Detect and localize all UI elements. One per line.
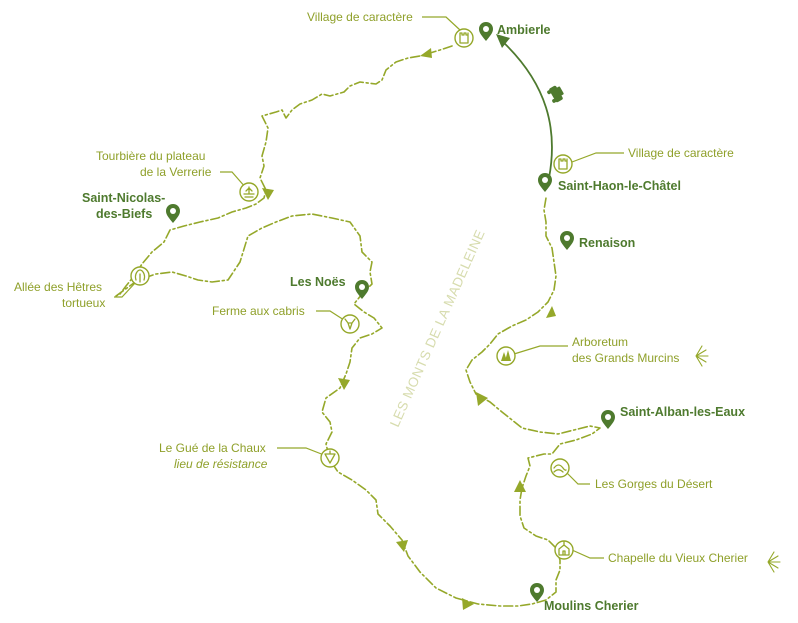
water-wave-icon — [550, 458, 570, 478]
route-arrow-5 — [462, 598, 474, 610]
map-pin-icon[interactable] — [530, 583, 544, 602]
poi-label-arboretum-2: des Grands Murcins — [572, 351, 679, 365]
map-pin-icon[interactable] — [560, 231, 574, 250]
leader-village-saint-haon — [571, 152, 624, 163]
map-pin-icon[interactable] — [355, 280, 369, 299]
poi-label-allee-1: Allée des Hêtres — [14, 280, 102, 294]
highlight-rays-icon — [695, 345, 709, 367]
poi-label-chapelle: Chapelle du Vieux Cherier — [608, 551, 748, 565]
route-arrow-7 — [476, 392, 488, 406]
route-arrow-3 — [338, 378, 350, 390]
route-arrow-4 — [396, 540, 408, 552]
town-label-saint-alban[interactable]: Saint-Alban-les-Eaux — [620, 405, 745, 419]
beech-tree-icon — [130, 266, 150, 286]
forest-icon — [496, 346, 516, 366]
town-label-les-noes[interactable]: Les Noës — [290, 275, 346, 289]
resistance-torch-icon — [320, 448, 340, 468]
highlight-rays-icon — [767, 551, 781, 573]
leader-gorges — [565, 471, 590, 485]
town-label-saint-haon[interactable]: Saint-Haon-le-Châtel — [558, 179, 681, 193]
route-arrow-2 — [262, 188, 274, 200]
map-pin-icon[interactable] — [166, 204, 180, 223]
town-label-moulins-cherier[interactable]: Moulins Cherier — [544, 599, 639, 613]
poi-label-gue-1: Le Gué de la Chaux — [159, 441, 266, 455]
town-label-renaison[interactable]: Renaison — [579, 236, 635, 250]
leader-village-ambierle — [422, 16, 461, 31]
leader-arboretum — [513, 345, 568, 355]
route-arrow-6 — [514, 480, 526, 492]
car-icon — [547, 85, 564, 103]
leader-chapelle — [571, 549, 604, 559]
route-arrow-8 — [546, 306, 556, 318]
poi-label-ferme: Ferme aux cabris — [212, 304, 305, 318]
poi-label-gorges: Les Gorges du Désert — [595, 477, 713, 491]
hiking-route — [115, 45, 601, 607]
map-pin-icon[interactable] — [538, 173, 552, 192]
leader-ferme — [316, 310, 345, 321]
poi-label-gue-2: lieu de résistance — [174, 457, 268, 471]
map-pin-icon[interactable] — [601, 410, 615, 429]
chapel-icon — [554, 540, 574, 560]
road-saint-haon-ambierle — [500, 39, 553, 179]
poi-label-tourbiere-2: de la Verrerie — [140, 165, 212, 179]
road-arrowhead — [496, 34, 510, 48]
poi-label-village-saint-haon: Village de caractère — [628, 146, 734, 160]
poi-label-allee-2: tortueux — [62, 296, 105, 310]
poi-label-village-ambierle: Village de caractère — [307, 10, 413, 24]
goat-head-icon — [340, 314, 360, 334]
wetland-icon — [239, 182, 259, 202]
leader-gue — [277, 447, 325, 456]
route-arrow-1 — [420, 48, 432, 58]
poi-label-tourbiere-1: Tourbière du plateau — [96, 149, 205, 163]
town-label-saint-nicolas-2[interactable]: des-Biefs — [96, 207, 152, 221]
leader-allee — [114, 281, 137, 298]
castle-tower-icon — [553, 154, 573, 174]
poi-label-arboretum-1: Arboretum — [572, 335, 628, 349]
castle-tower-icon — [454, 28, 474, 48]
leader-tourbiere — [220, 171, 247, 189]
town-label-saint-nicolas-1[interactable]: Saint-Nicolas- — [82, 191, 165, 205]
map-pin-icon[interactable] — [479, 22, 493, 41]
town-label-ambierle[interactable]: Ambierle — [497, 23, 551, 37]
region-label: LES MONTS DE LA MADELEINE — [387, 227, 488, 429]
